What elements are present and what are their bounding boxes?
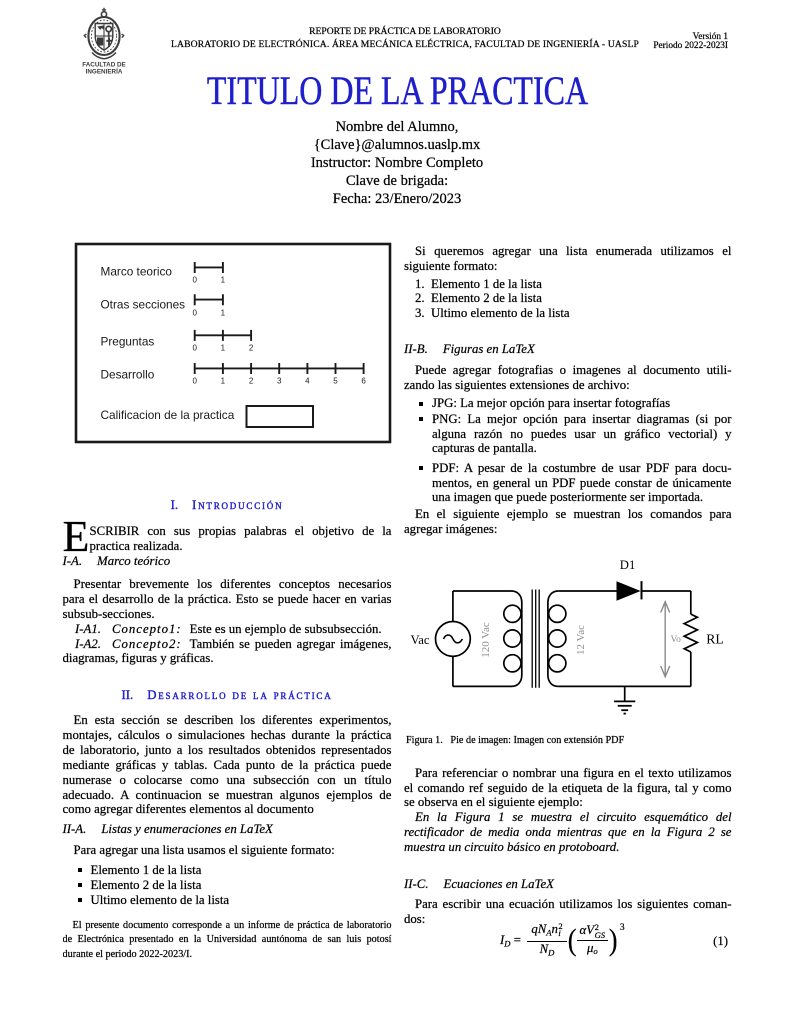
svg-text:0: 0 [192, 309, 197, 318]
svg-text:INGENIERÍA: INGENIERÍA [86, 67, 123, 76]
svg-text:4: 4 [305, 377, 310, 386]
svg-text:Preguntas: Preguntas [101, 334, 155, 348]
svg-text:3: 3 [277, 377, 282, 386]
svg-text:0: 0 [192, 377, 197, 386]
svg-text:Desarrollo: Desarrollo [101, 367, 155, 381]
svg-text:2: 2 [249, 377, 254, 386]
svg-text:6: 6 [361, 377, 366, 386]
svg-text:D1: D1 [620, 558, 636, 572]
svg-text:1: 1 [221, 377, 226, 386]
svg-text:Marco teorico: Marco teorico [101, 265, 173, 279]
svg-text:0: 0 [192, 344, 197, 353]
svg-text:RL: RL [706, 632, 724, 647]
svg-text:1: 1 [221, 276, 226, 285]
svg-text:Calificacion de la practica: Calificacion de la practica [101, 408, 235, 422]
svg-text:0: 0 [192, 276, 197, 285]
svg-text:5: 5 [333, 377, 338, 386]
svg-text:2: 2 [249, 344, 254, 353]
svg-text:FACULTAD DE: FACULTAD DE [82, 62, 126, 69]
svg-text:1: 1 [221, 344, 226, 353]
svg-text:Otras secciones: Otras secciones [101, 298, 186, 312]
svg-text:12 Vac: 12 Vac [575, 625, 587, 655]
svg-text:120 Vac: 120 Vac [480, 622, 492, 658]
svg-text:Vac: Vac [411, 633, 430, 647]
svg-text:Vo: Vo [671, 635, 682, 645]
svg-text:1: 1 [221, 309, 226, 318]
